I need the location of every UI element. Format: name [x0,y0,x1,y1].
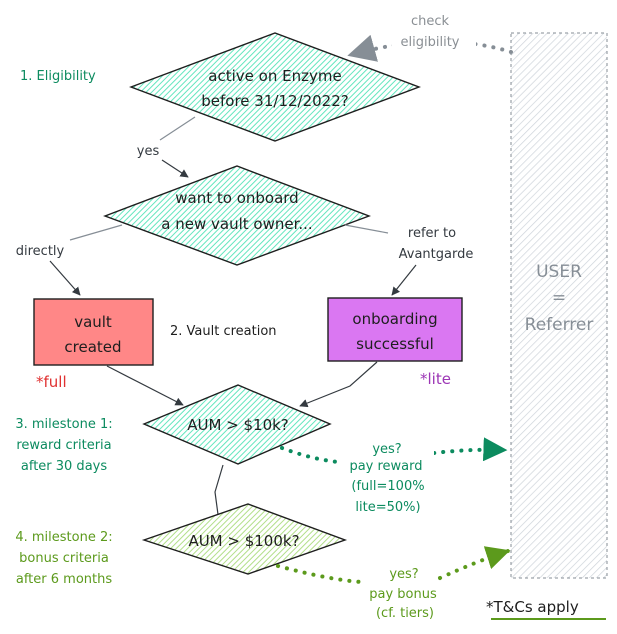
vault-created-line2: created [64,338,121,356]
pay-reward-line1: yes? [372,442,401,457]
user-label: USER [536,262,582,282]
step-2-label: 2. Vault creation [170,324,277,339]
vault-created-box: vault created *full [33,298,154,391]
step-3-label: 3. milestone 1: reward criteria after 30… [15,417,112,474]
onboarding-successful-line1: onboarding [352,310,437,328]
step-4-line3: after 6 months [16,572,112,587]
decision-eligibility: active on Enzyme before 31/12/2022? [129,32,421,142]
decision-aum-100k: AUM > $100k? [141,503,348,575]
onboarding-successful-line2: successful [356,335,434,353]
eligibility-question-line2: before 31/12/2022? [201,92,348,110]
yes-label: yes [137,144,160,159]
step-4-label: 4. milestone 2: bonus criteria after 6 m… [15,530,112,587]
step-3-line1: 3. milestone 1: [15,417,112,432]
aum-10k-question: AUM > $10k? [187,416,289,434]
eligibility-label: eligibility [401,35,460,50]
pay-bonus-line3: (cf. tiers) [376,606,434,621]
onboard-question-line2: a new vault owner... [161,215,312,233]
pay-reward-line3: (full=100% [351,479,424,494]
onboarding-to-milestone1-arrow [299,361,378,408]
directly-label: directly [16,244,65,259]
step-4-line1: 4. milestone 2: [15,530,112,545]
terms-text: *T&Cs apply [486,598,579,616]
directly-connector: directly [16,224,123,296]
step-4-line2: bonus criteria [19,551,109,566]
pay-bonus-line2: pay bonus [369,587,437,602]
step-1-label: 1. Eligibility [20,69,96,84]
lite-tag: *lite [420,370,451,388]
vault-created-line1: vault [74,313,112,331]
yes-connector: yes [137,116,196,178]
check-label: check [411,14,450,29]
pay-reward-line2: pay reward [349,459,422,474]
decision-aum-10k: AUM > $10k? [142,384,332,465]
aum-100k-question: AUM > $100k? [188,532,299,550]
step-3-line2: reward criteria [16,438,111,453]
decision-onboard: want to onboard a new vault owner... [103,165,371,266]
user-referrer-box: USER = Referrer [510,32,608,579]
terms-footnote: *T&Cs apply [486,598,606,620]
referrer-label: Referrer [525,315,594,335]
refer-to-label: refer to [408,226,456,241]
equals-label: = [552,288,566,308]
refer-connector: refer to Avantgarde [344,224,474,296]
check-eligibility-connector: check eligibility [347,8,513,62]
pay-bonus-line1: yes? [389,567,418,582]
avantgarde-label: Avantgarde [399,247,474,262]
pay-reward-line4: lite=50%) [355,500,420,515]
eligibility-question-line1: active on Enzyme [208,67,341,85]
pay-bonus-connector: yes? pay bonus (cf. tiers) [276,551,508,621]
vault-to-milestone1-arrow [106,365,184,406]
onboarding-successful-box: onboarding successful *lite [327,297,463,388]
pay-reward-connector: yes? pay reward (full=100% lite=50%) [280,437,508,518]
milestone1-to-milestone2-arrow [213,464,224,523]
onboard-question-line1: want to onboard [175,189,298,207]
full-tag: *full [36,373,67,391]
step-3-line3: after 30 days [21,459,107,474]
